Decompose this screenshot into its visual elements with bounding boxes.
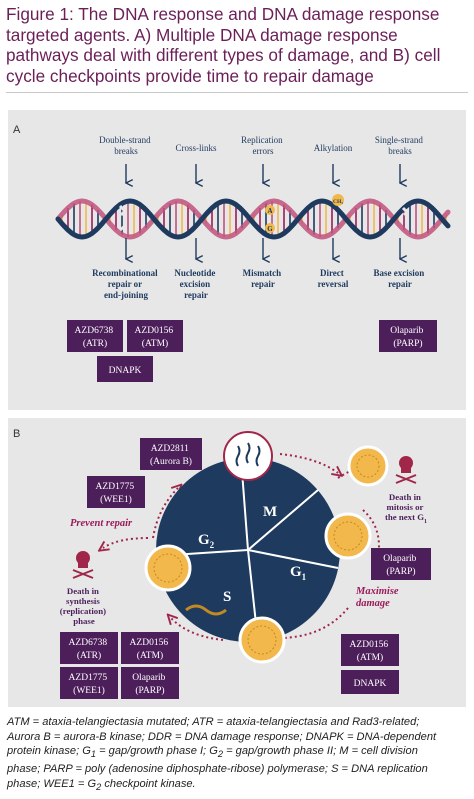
panel-b-label: B bbox=[13, 428, 21, 440]
cells bbox=[144, 431, 389, 664]
drug-label-azd6738-b: AZD6738 (ATR) bbox=[69, 638, 110, 661]
phase-g1: G1 bbox=[290, 564, 307, 582]
panel-b: M G1 G2 S bbox=[8, 418, 466, 707]
drug-box-dnapk-b bbox=[341, 670, 399, 694]
single-strand-break-icon bbox=[401, 206, 410, 217]
skull-icon bbox=[72, 551, 94, 579]
dying-cell bbox=[347, 445, 389, 487]
drug-box-olaparib-b bbox=[371, 548, 431, 580]
dna-helix: A G CH₃ bbox=[55, 194, 451, 240]
phase-g2: G2 bbox=[198, 532, 215, 550]
panel-a: Double-strand breaks Cross-links Replica… bbox=[8, 110, 466, 410]
methyl-label: CH₃ bbox=[333, 199, 343, 205]
base-a-marker bbox=[265, 205, 275, 215]
maximise-damage-label: Maximise damage bbox=[355, 586, 401, 609]
nucleus-icon bbox=[356, 454, 380, 478]
drug-box-olaparib bbox=[379, 320, 437, 352]
base-g-label: G bbox=[267, 225, 273, 233]
drug-label-azd2811: AZD2811 (Aurora B) bbox=[150, 444, 192, 467]
nucleus-icon bbox=[247, 625, 277, 655]
cycle-arrow-icon bbox=[279, 453, 338, 473]
footnote-line: phase; PARP = poly (adenosine diphosphat… bbox=[7, 763, 428, 775]
mitotic-cell bbox=[223, 431, 273, 481]
drug-box-dnapk bbox=[97, 356, 153, 382]
base-g-marker bbox=[265, 223, 275, 233]
cycle-arrow-icon bbox=[171, 618, 224, 641]
death-synthesis-label: Death in synthesis (replication) phase bbox=[60, 586, 108, 626]
damage-label-replication-errors: Replication errors bbox=[241, 135, 285, 156]
drug-label-azd0156: AZD0156 (ATM) bbox=[135, 326, 176, 349]
abbreviations-footnote: ATM = ataxia-telangiectasia mutated; ATR… bbox=[7, 715, 469, 794]
phase-divider bbox=[247, 489, 319, 551]
damage-label-single-strand: Single-strand breaks bbox=[375, 135, 425, 156]
drug-label-olaparib: Olaparib (PARP) bbox=[390, 326, 426, 349]
drug-box-azd0156-c bbox=[121, 632, 179, 664]
exit-arrow-icon bbox=[103, 537, 149, 548]
footnote-line: ATM = ataxia-telangiectasia mutated; ATR… bbox=[7, 716, 420, 728]
title-line: pathways deal with different types of da… bbox=[6, 45, 441, 65]
g1-cell bbox=[324, 512, 372, 560]
phase-divider bbox=[247, 549, 339, 569]
drug-box-azd0156-b bbox=[341, 634, 399, 666]
phase-m: M bbox=[263, 504, 277, 520]
title-line: targeted agents. A) Multiple DNA damage … bbox=[6, 24, 398, 45]
nucleus-icon bbox=[153, 553, 183, 583]
damage-label-cross-links: Cross-links bbox=[175, 143, 217, 153]
drug-label-olaparib-c: Olaparib (PARP) bbox=[132, 673, 168, 696]
cell-cycle-wheel: M G1 G2 S bbox=[156, 457, 340, 643]
title-divider bbox=[6, 92, 468, 93]
drug-label-azd0156-c: AZD0156 (ATM) bbox=[130, 638, 171, 661]
replication-fork-icon bbox=[185, 604, 227, 616]
skull-icon bbox=[395, 456, 417, 484]
cycle-arrow-icon bbox=[278, 607, 349, 638]
panel-b-diagram: M G1 G2 S bbox=[60, 431, 431, 699]
chromosome-icon bbox=[235, 442, 261, 467]
drug-label-olaparib-b: Olaparib (PARP) bbox=[383, 554, 419, 577]
title-line: Figure 1: The DNA response and DNA damag… bbox=[6, 4, 440, 24]
damage-label-alkylation: Alkylation bbox=[314, 143, 353, 153]
repair-label-base-excision: Base excision repair bbox=[374, 268, 427, 289]
drug-box-azd6738 bbox=[67, 320, 123, 352]
repair-label-mismatch: Mismatch repair bbox=[243, 268, 284, 289]
drug-label-azd1775: AZD1775 (WEE1) bbox=[96, 482, 137, 505]
drug-box-azd1775 bbox=[87, 476, 145, 508]
death-mitosis-label: Death in mitosis or the next G1 bbox=[385, 492, 427, 525]
title-line: cycle checkpoints provide time to repair… bbox=[6, 65, 374, 86]
drug-label-dnapk: DNAPK bbox=[109, 366, 142, 376]
panel-a-label: A bbox=[13, 124, 21, 136]
drug-box-olaparib-c bbox=[121, 667, 179, 699]
s-phase-cell bbox=[238, 616, 286, 664]
repair-label-nucleotide-excision: Nucleotide excision repair bbox=[174, 268, 217, 300]
footnote-line: Aurora B = aurora-B kinase; DDR = DNA da… bbox=[7, 730, 437, 743]
double-strand-break-icon bbox=[118, 204, 128, 232]
drug-box-azd0156 bbox=[127, 320, 183, 352]
cycle-arrow-icon bbox=[362, 509, 379, 558]
figure-title: Figure 1: The DNA response and DNA damag… bbox=[6, 4, 468, 86]
base-a-label: A bbox=[267, 207, 272, 215]
drug-label-dnapk-b: DNAPK bbox=[354, 679, 387, 689]
drug-box-azd6738-b bbox=[60, 632, 118, 664]
footnote-line: protein kinase; G1 = gap/growth phase I;… bbox=[7, 745, 418, 760]
drug-box-azd1775-b bbox=[60, 667, 118, 699]
phase-s: S bbox=[223, 589, 231, 605]
drug-label-azd6738: AZD6738 (ATR) bbox=[75, 326, 116, 349]
methyl-marker bbox=[332, 194, 344, 206]
repair-label-direct-reversal: Direct reversal bbox=[318, 268, 349, 289]
drug-label-azd1775-b: AZD1775 (WEE1) bbox=[69, 673, 110, 696]
drug-label-azd0156-b: AZD0156 (ATM) bbox=[350, 640, 391, 663]
footnote-line: phase; WEE1 = G2 checkpoint kinase. bbox=[7, 777, 196, 792]
g2-cell bbox=[144, 544, 192, 592]
nucleus-icon bbox=[333, 521, 363, 551]
panel-a-diagram: Double-strand breaks Cross-links Replica… bbox=[55, 135, 451, 382]
prevent-repair-label: Prevent repair bbox=[70, 518, 133, 529]
drug-box-azd2811 bbox=[140, 438, 202, 470]
repair-label-recombinational: Recombinational repair or end-joining bbox=[92, 268, 160, 300]
damage-label-double-strand: Double-strand breaks bbox=[99, 135, 153, 156]
